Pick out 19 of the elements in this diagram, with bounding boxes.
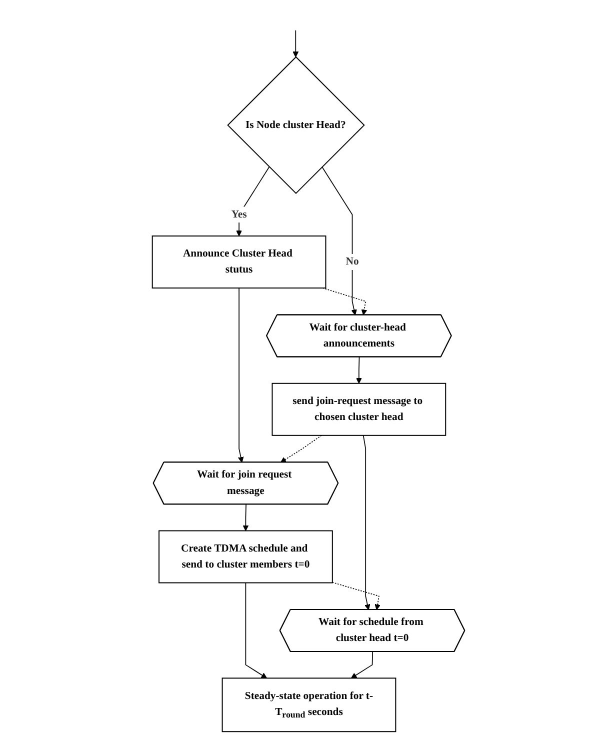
arrow <box>350 651 373 678</box>
arrow <box>237 288 244 463</box>
arrow <box>280 434 322 463</box>
edge-label: Yes <box>230 208 246 220</box>
node-box: Steady-state operation for t-T$_{round}$ seconds <box>221 678 396 732</box>
node-box: Announce Cluster Head stutus <box>151 236 326 289</box>
arrow <box>292 30 298 58</box>
arrow <box>244 582 267 678</box>
node-box: Create TDMA schedule and send to cluster members t=0 <box>158 530 332 584</box>
arrow <box>321 166 356 316</box>
arrow <box>331 582 380 610</box>
node-diamond: Is Node cluster Head? <box>226 56 364 194</box>
arrow <box>242 504 248 532</box>
node-box: send join-request message to chosen cluster head <box>271 382 446 436</box>
arrow <box>362 434 370 610</box>
arrow <box>322 288 367 316</box>
arrow <box>236 166 270 236</box>
edge-label: No <box>345 256 358 268</box>
arrow <box>356 356 362 384</box>
